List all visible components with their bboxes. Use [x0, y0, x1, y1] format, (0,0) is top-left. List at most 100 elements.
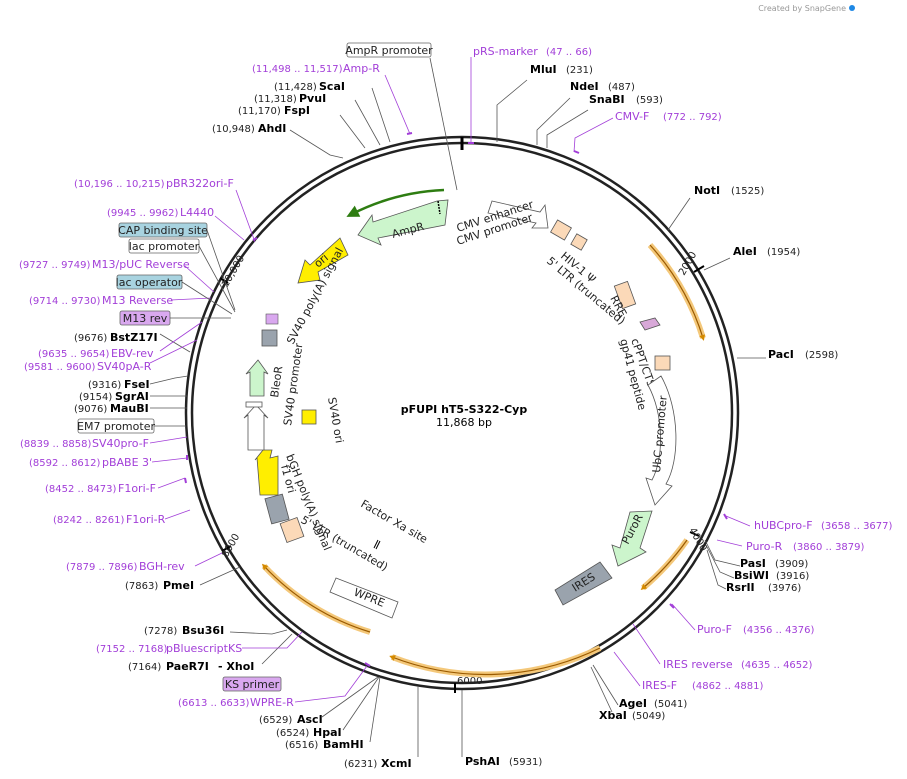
- feature-rre[interactable]: [613, 280, 637, 310]
- box-ampr-promoter[interactable]: [346, 42, 432, 58]
- mark-wprer: [364, 662, 371, 667]
- primer-m13puc-reverse[interactable]: M13/pUC Reverse: [92, 258, 190, 271]
- enzyme-fspi[interactable]: FspI: [284, 104, 310, 117]
- feature-bleor[interactable]: [245, 359, 269, 397]
- primer-sv40par-pos: (9581 .. 9600): [24, 362, 96, 373]
- enzyme-noti[interactable]: NotI: [694, 184, 720, 197]
- feature-sv40-polya[interactable]: [261, 329, 278, 347]
- primer-m13puc-reverse-pos: (9727 .. 9749): [19, 260, 91, 271]
- primer-iresf-pos: (4862 .. 4881): [692, 681, 764, 692]
- feature-ires[interactable]: [554, 561, 613, 606]
- enzyme-maubi-pos: (9076): [74, 404, 107, 415]
- enzyme-bamhi[interactable]: BamHI: [323, 738, 364, 751]
- boxed-features: AmpR promoter CAP binding site lac promo…: [77, 42, 433, 692]
- primer-puror[interactable]: Puro-R: [746, 540, 783, 553]
- enzyme-mlui[interactable]: MluI: [530, 63, 557, 76]
- primer-iresf[interactable]: IRES-F: [642, 679, 677, 692]
- primer-ampr[interactable]: Amp-R: [343, 62, 380, 75]
- enzyme-fsei[interactable]: FseI: [124, 378, 150, 391]
- feature-f1-ori[interactable]: [254, 449, 279, 496]
- primer-sv40par[interactable]: SV40pA-R: [97, 360, 152, 373]
- enzyme-pvui-pos: (11,318): [254, 94, 297, 105]
- feature-factor-xa[interactable]: [373, 539, 381, 550]
- plead-m13rev: [170, 297, 212, 301]
- box-lac-promoter-label: lac promoter: [129, 240, 200, 253]
- enzyme-paci[interactable]: PacI: [768, 348, 794, 361]
- enzyme-bsu36i[interactable]: Bsu36I: [182, 624, 224, 637]
- enzyme-bstz17i[interactable]: BstZ17I: [110, 331, 158, 344]
- primer-hubcpro[interactable]: hUBCpro-F: [754, 519, 813, 532]
- enzyme-hpai[interactable]: HpaI: [313, 726, 342, 739]
- primer-sv40prof[interactable]: SV40pro-F: [92, 437, 149, 450]
- enzyme-pasi[interactable]: PasI: [740, 557, 766, 570]
- enzyme-xcmi[interactable]: XcmI: [381, 757, 412, 770]
- enzyme-ndei[interactable]: NdeI: [570, 80, 599, 93]
- primer-f1orif[interactable]: F1ori-F: [118, 482, 156, 495]
- enzyme-xhoi[interactable]: - XhoI: [218, 660, 254, 673]
- feature-gp41[interactable]: [654, 355, 671, 371]
- feature-ori[interactable]: [297, 237, 349, 284]
- enzyme-alei[interactable]: AleI: [733, 245, 757, 258]
- plead-puror: [716, 539, 743, 547]
- enzyme-sgrai[interactable]: SgrAI: [115, 390, 149, 403]
- feature-hiv-psi[interactable]: [550, 219, 572, 241]
- box-ks-primer[interactable]: [222, 676, 282, 692]
- enzyme-asci[interactable]: AscI: [297, 713, 323, 726]
- enzyme-pshai[interactable]: PshAI: [465, 755, 500, 768]
- enzyme-scai[interactable]: ScaI: [319, 80, 345, 93]
- primer-f1orir[interactable]: F1ori-R: [126, 513, 166, 526]
- lead-bsiwi: [705, 544, 735, 579]
- feature-cppt[interactable]: [639, 317, 661, 331]
- enzyme-xbai[interactable]: XbaI: [599, 709, 627, 722]
- lead-fspi: [339, 114, 366, 149]
- enzyme-paci-pos: (2598): [805, 350, 838, 361]
- primer-cmvf[interactable]: CMV-F: [615, 110, 649, 123]
- lead-xbai: [590, 666, 613, 713]
- mark-f1orif: [184, 477, 187, 484]
- enzyme-asci-pos: (6529): [259, 715, 292, 726]
- feature-5ltr-a[interactable]: [570, 233, 588, 251]
- primer-l4440[interactable]: L4440: [180, 206, 214, 219]
- enzyme-ahdi-pos: (10,948): [212, 124, 255, 135]
- lead-rsrii: [706, 549, 727, 590]
- enzyme-bsiwi[interactable]: BsiWI: [734, 569, 769, 582]
- enzyme-pvui[interactable]: PvuI: [299, 92, 326, 105]
- primer-bghrev[interactable]: BGH-rev: [139, 560, 185, 573]
- primer-prs-marker-pos: (47 .. 66): [546, 47, 592, 58]
- lead-bamhi: [369, 676, 381, 743]
- primer-purof[interactable]: Puro-F: [697, 623, 732, 636]
- enzyme-rsrii[interactable]: RsrII: [726, 581, 755, 594]
- enzyme-maubi[interactable]: MauBI: [110, 402, 149, 415]
- mark-ampr: [406, 132, 413, 135]
- primer-wprer[interactable]: WPRE-R: [250, 696, 294, 709]
- plead-iresf: [613, 651, 641, 687]
- lead-noti: [667, 197, 691, 231]
- box-lac-operator-label: lac operator: [116, 276, 183, 289]
- feature-sv40-ori[interactable]: [301, 409, 317, 425]
- feature-5ltr-b[interactable]: [279, 517, 305, 543]
- feature-ubc-promoter[interactable]: [645, 375, 677, 506]
- primer-m13-reverse[interactable]: M13 Reverse: [102, 294, 173, 307]
- primer-ires-reverse[interactable]: IRES reverse: [663, 658, 733, 671]
- feature-sv40-promoter[interactable]: [243, 404, 269, 451]
- enzyme-pmei[interactable]: PmeI: [163, 579, 194, 592]
- feature-bgh-polya[interactable]: [264, 493, 290, 525]
- enzyme-ahdi[interactable]: AhdI: [258, 122, 286, 135]
- primer-pbluescript[interactable]: pBluescriptKS: [166, 642, 242, 655]
- feature-puror[interactable]: [611, 510, 653, 567]
- enzyme-paer7i[interactable]: PaeR7I: [166, 660, 209, 673]
- feature-m13-stack: [265, 313, 279, 325]
- feature-ampr[interactable]: [357, 199, 449, 246]
- enzyme-agei[interactable]: AgeI: [619, 697, 647, 710]
- primer-ebvrev[interactable]: EBV-rev: [111, 347, 154, 360]
- enzyme-labels: MluI (231) NdeI (487) SnaBI (593) NotI (…: [74, 63, 838, 770]
- lead-alei: [703, 257, 731, 271]
- enzyme-snabi[interactable]: SnaBI: [589, 93, 625, 106]
- watermark: Created by SnapGene: [758, 4, 846, 13]
- feature-wpre[interactable]: [329, 577, 399, 619]
- primer-pbabe[interactable]: pBABE 3': [102, 456, 152, 469]
- primer-prs-marker[interactable]: pRS-marker: [473, 45, 538, 58]
- feature-cmv-enhancer[interactable]: [487, 200, 549, 229]
- feature-em7[interactable]: [245, 401, 263, 408]
- primer-pbr322orif[interactable]: pBR322ori-F: [166, 177, 234, 190]
